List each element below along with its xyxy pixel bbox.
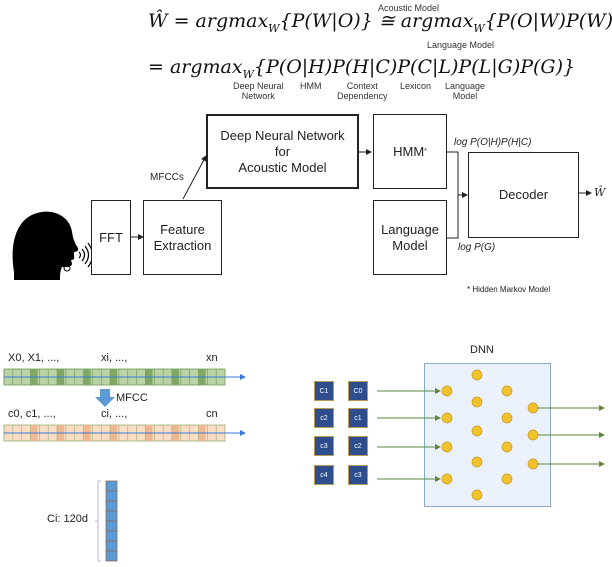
dnn-node-layer-1 [471,456,483,468]
dnn-node-layer-1 [471,489,483,501]
mfcc-down-arrow [95,389,115,407]
c-label-end: cn [206,408,218,420]
equation-line-2: = argmaxW{P(O|H)P(H|C)P(C|L)P(L|G)P(G)} [148,56,575,81]
output-w-hat: Ŵ [594,186,606,199]
eq2-rhs: {P(O|H)P(H|C)P(C|L)P(L|G)P(G)} [253,56,576,78]
feature-extraction-box: Feature Extraction [143,200,222,275]
eq1-mid: {P(W|O)} ≅ argmax [279,10,474,32]
dnn-node-layer-3 [527,458,539,470]
x-label-start: X0, X1, ..., [8,352,60,364]
dnn-node-layer-0 [441,412,453,424]
x-label-end: xn [206,352,218,364]
input-cell: c3 [348,465,368,485]
vector-cell [105,550,118,562]
dnn-title: DNN [470,344,494,356]
context-cell: c2 [314,408,334,428]
annotation-context-dependency: Context Dependency [337,81,388,101]
annotation-lexicon: Lexicon [400,81,432,91]
footnote-hmm: * Hidden Markov Model [467,285,551,294]
dnn-node-layer-1 [471,396,483,408]
eq2-sub: W [242,67,254,81]
annotation-language-model-top: Language Model [427,40,495,50]
arrow-feature-to-dnn [182,155,207,200]
language-model-label: Language Model [381,221,439,253]
decoder-label: Decoder [498,187,549,202]
x-label-mid: xi, ..., [101,352,128,364]
context-cell: C1 [314,381,334,401]
annotation-deep-neural-network: Deep Neural Network [233,81,284,101]
annotation-language-model: Language Model [445,81,486,101]
fft-box: FFT [91,200,131,275]
dnn-node-layer-0 [441,385,453,397]
eq1-sub1: W [268,21,280,35]
dnn-node-layer-1 [471,425,483,437]
input-cell: c1 [348,408,368,428]
vector-dim-label: Ci: 120d [47,513,88,525]
hmm-superscript: * [424,147,427,155]
context-cell: c4 [314,465,334,485]
feature-extraction-label: Feature Extraction [153,221,212,253]
fft-label: FFT [99,229,123,245]
eq1-rhs: {P(O|W)P(W)} [484,10,612,32]
input-cell: c2 [348,436,368,456]
dnn-node-layer-2 [501,441,513,453]
dnn-node-layer-2 [501,473,513,485]
input-cell: C0 [348,381,368,401]
language-model-box: Language Model [373,200,447,275]
mfcc-arrow-label: MFCC [116,392,148,404]
hmm-box: HMM* [373,114,447,189]
annotation-acoustic-model: Acoustic Model [378,3,440,13]
dnn-acoustic-model-box: Deep Neural Network for Acoustic Model [206,114,359,189]
dnn-node-layer-1 [471,369,483,381]
context-cell: c3 [314,436,334,456]
mfccs-label: MFCCs [150,172,184,183]
eq2-prefix: = argmax [148,56,243,78]
eq1-sub2: W [473,21,485,35]
dnn-node-layer-0 [441,441,453,453]
eq1-lhs: Ŵ = argmax [148,10,269,32]
c-label-start: c0, c1, ..., [8,408,56,420]
log-lm-label: log P(G) [458,242,496,253]
dnn-node-layer-2 [501,385,513,397]
dnn-node-layer-3 [527,429,539,441]
dnn-acoustic-model-label: Deep Neural Network for Acoustic Model [220,127,345,175]
dnn-node-layer-3 [527,402,539,414]
annotation-hmm: HMM [300,81,322,91]
log-acoustic-label: log P(O|H)P(H|C) [454,137,532,148]
dnn-node-layer-2 [501,412,513,424]
equation-line-1: Ŵ = argmaxW{P(W|O)} ≅ argmaxW{P(O|W)P(W)… [148,10,612,35]
decoder-box: Decoder [468,152,579,238]
hmm-label: HMM [393,143,425,159]
dnn-node-layer-0 [441,473,453,485]
c-label-mid: ci, ..., [101,408,128,420]
